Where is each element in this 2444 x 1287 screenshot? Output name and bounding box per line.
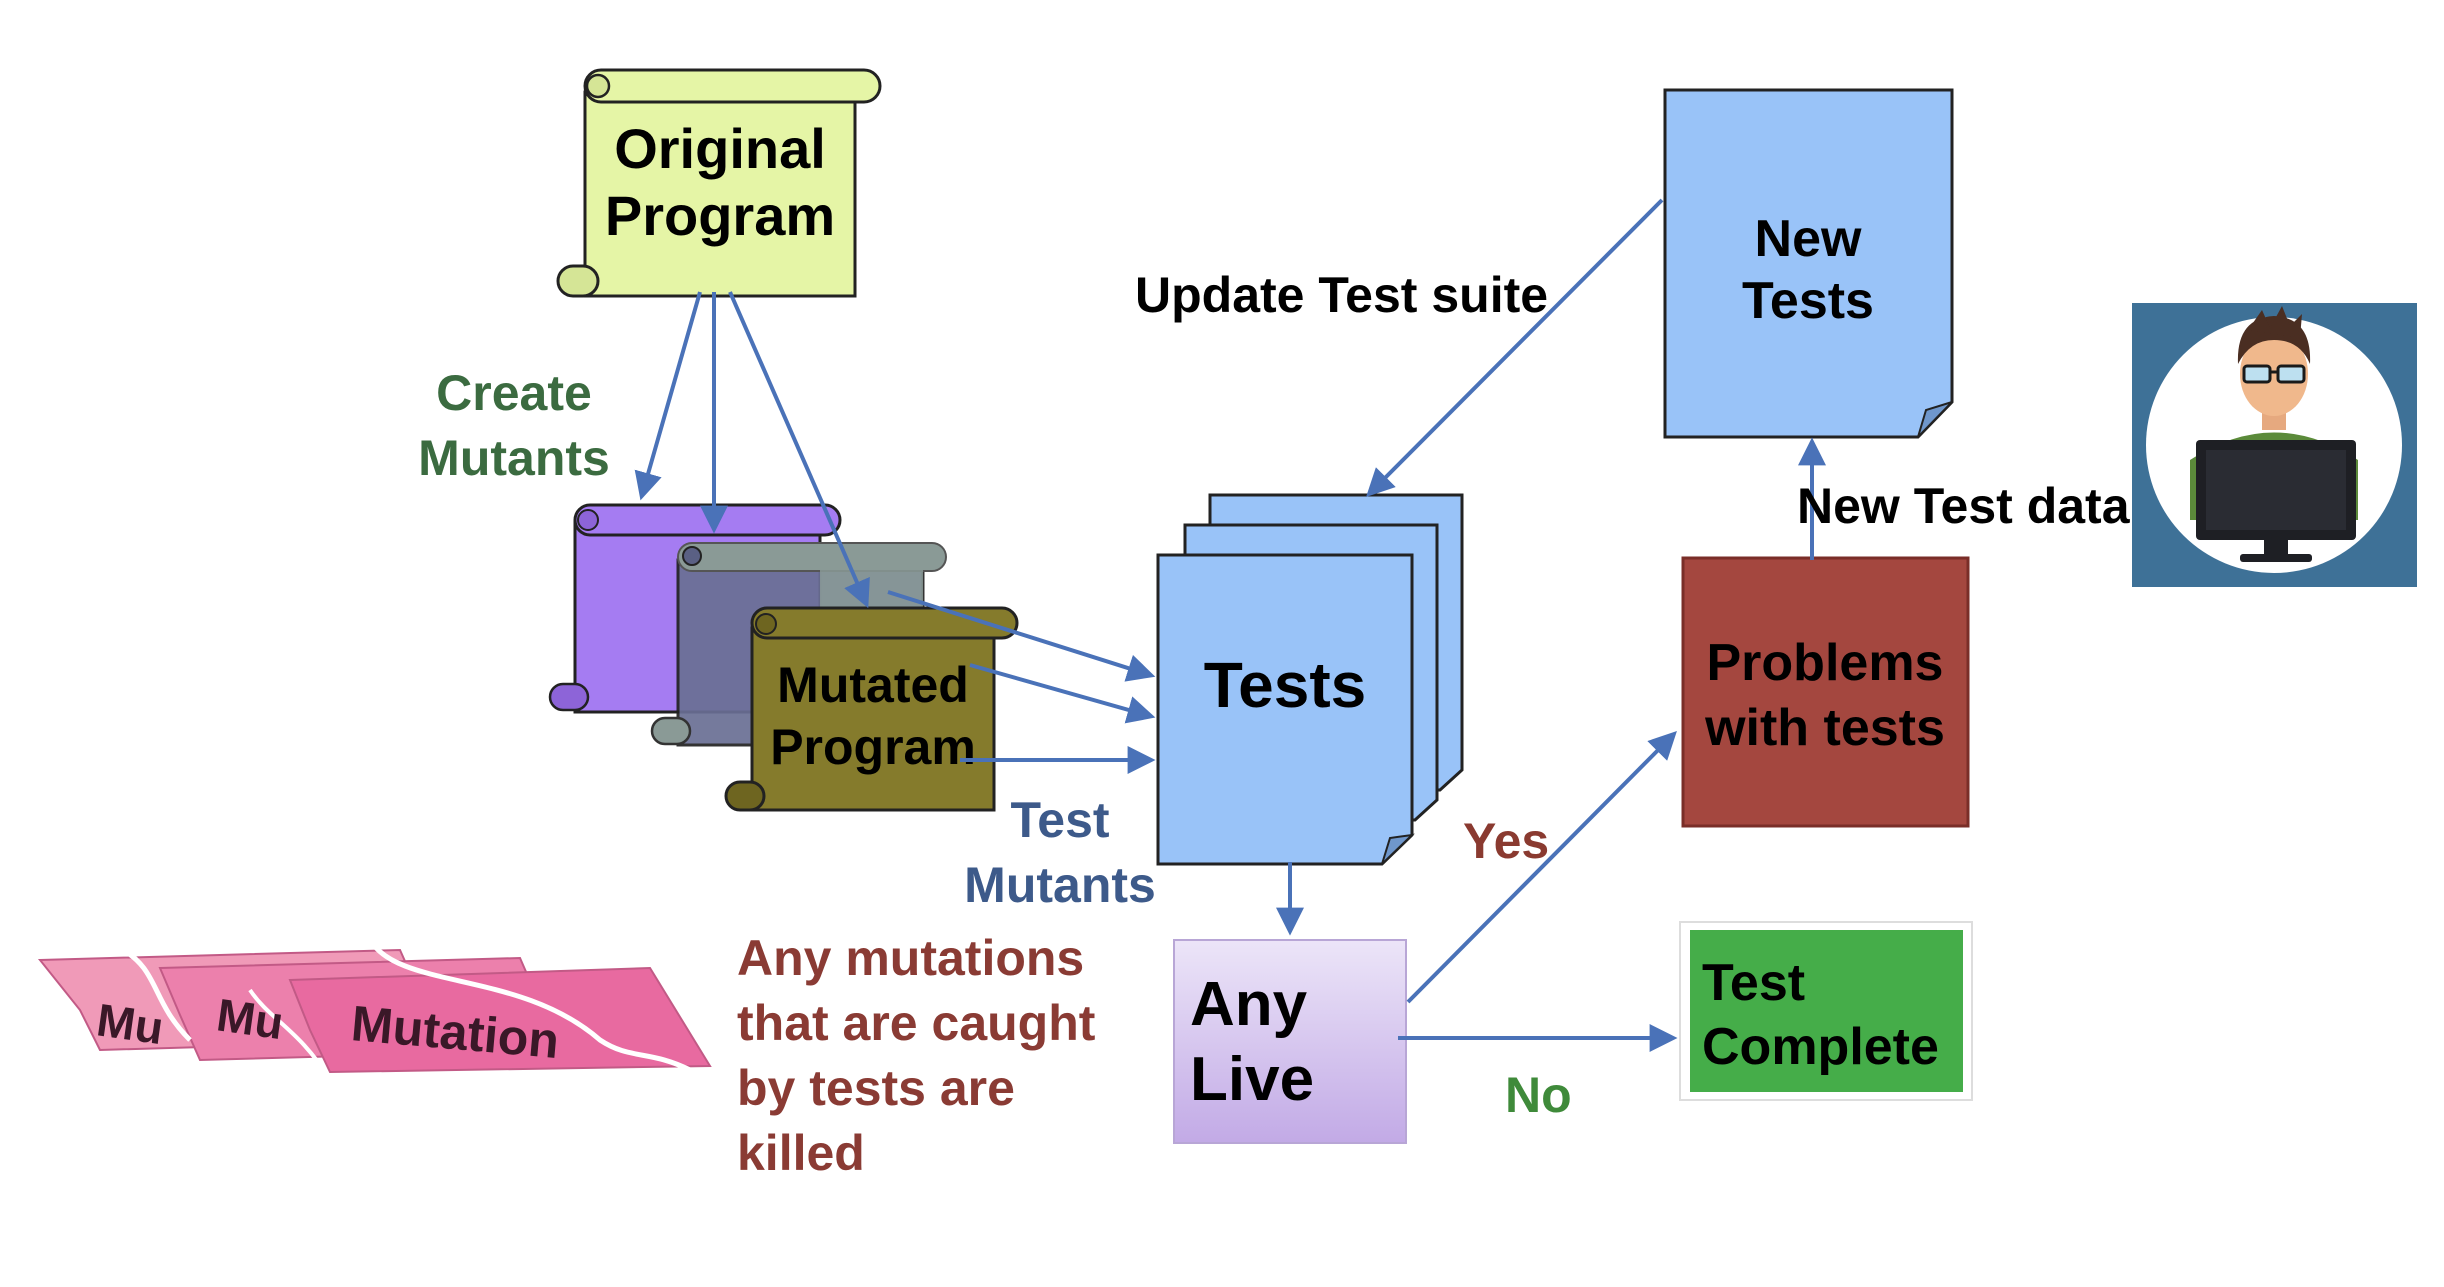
tests-label: Tests xyxy=(1204,649,1366,721)
yes-label: Yes xyxy=(1463,813,1549,869)
mutation-paper-text-2: Mu xyxy=(214,988,287,1049)
arrow-new-tests-to-tests xyxy=(1366,198,1664,497)
problems-line-2: with tests xyxy=(1704,699,1945,757)
killed-note-line-2: that are caught xyxy=(737,995,1096,1051)
new-tests-node: New Tests xyxy=(1663,88,1954,439)
update-test-suite-label: Update Test suite xyxy=(1135,267,1548,323)
killed-note-line-1: Any mutations xyxy=(737,930,1084,986)
monitor-icon xyxy=(2196,440,2356,562)
new-tests-line-1: New xyxy=(1755,210,1862,268)
new-test-data-label: New Test data xyxy=(1797,478,2131,534)
mutation-paper-decoration: Mu Mu Mutation xyxy=(37,938,712,1082)
arrow-mutant-to-tests-2 xyxy=(969,663,1156,724)
test-complete-node: Test Complete xyxy=(1679,921,1973,1101)
test-mutants-line-1: Test xyxy=(1010,792,1109,848)
create-mutants-line-1: Create xyxy=(436,365,592,421)
arrow-mutant-to-tests-1 xyxy=(887,590,1156,682)
glasses-icon xyxy=(2242,364,2306,384)
any-live-line-2: Live xyxy=(1190,1045,1314,1114)
any-live-node: Any Live xyxy=(1173,939,1407,1144)
create-mutants-line-2: Mutants xyxy=(418,430,610,486)
original-program-node: Original Program xyxy=(556,68,882,298)
problems-with-tests-node: Problems with tests xyxy=(1681,556,1970,828)
test-mutants-line-2: Mutants xyxy=(964,857,1156,913)
problems-line-1: Problems xyxy=(1707,634,1944,692)
killed-note-line-3: by tests are xyxy=(737,1060,1015,1116)
test-complete-line-2: Complete xyxy=(1702,1018,1939,1076)
mutated-program-line-2: Program xyxy=(770,719,976,775)
tests-node: Tests xyxy=(1156,493,1464,866)
killed-note: Any mutations that are caught by tests a… xyxy=(737,930,1096,1181)
mutated-program-line-1: Mutated xyxy=(777,657,969,713)
no-label: No xyxy=(1505,1067,1572,1123)
mutation-paper-text-1: Mu xyxy=(94,993,167,1054)
arrow-original-to-mutant-1 xyxy=(634,291,702,501)
new-tests-line-2: Tests xyxy=(1742,272,1874,330)
developer-avatar xyxy=(2132,303,2417,587)
killed-note-line-4: killed xyxy=(737,1125,865,1181)
original-program-line-1: Original xyxy=(614,117,826,180)
test-complete-line-1: Test xyxy=(1702,954,1805,1012)
arrow-any-live-to-problems xyxy=(1406,731,1677,1004)
original-program-line-2: Program xyxy=(605,184,835,247)
any-live-line-1: Any xyxy=(1190,970,1308,1039)
arrows xyxy=(634,198,1826,1052)
mutated-program-node: Mutated Program xyxy=(724,606,1019,812)
arrow-original-to-mutant-3 xyxy=(728,291,870,609)
